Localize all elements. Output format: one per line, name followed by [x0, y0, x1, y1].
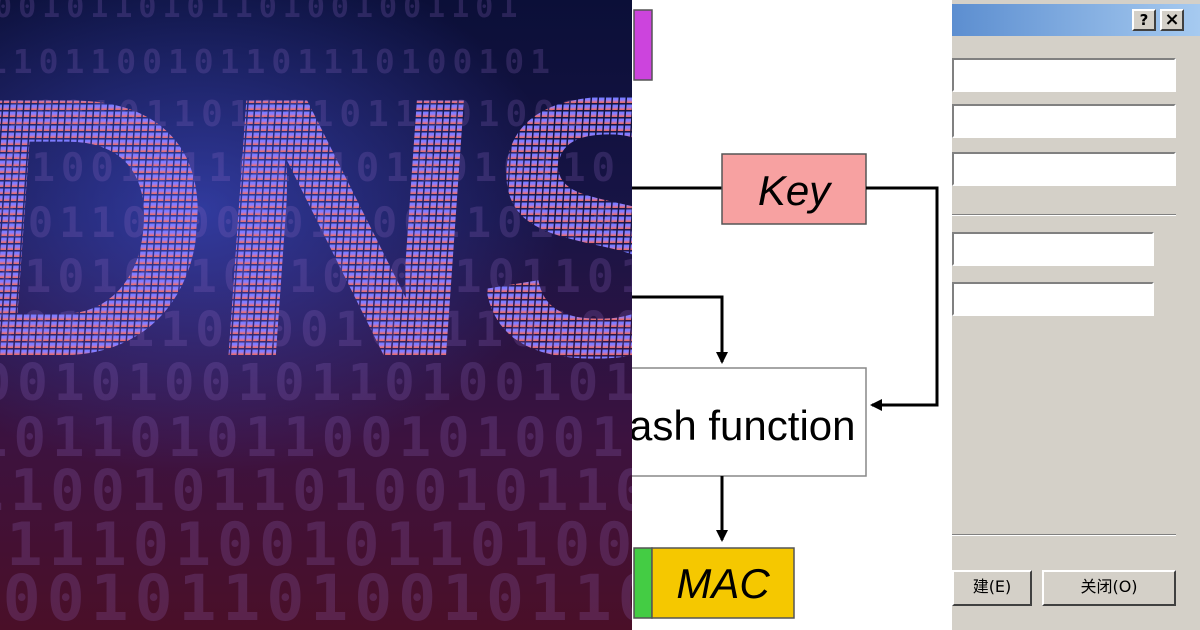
key-box [721, 153, 867, 225]
mac-box [651, 547, 795, 619]
dialog-panel: ? × 建(E) 关闭(O) [952, 0, 1200, 630]
key-to-hash-arrow [866, 186, 939, 411]
message-block [633, 9, 653, 81]
text-field-3[interactable] [952, 152, 1176, 186]
dns-headline-graphic: DNS [0, 20, 632, 433]
text-field-1[interactable] [952, 58, 1176, 92]
separator-bottom [952, 534, 1176, 536]
close-button[interactable]: 关闭(O) [1042, 570, 1176, 606]
mac-label: MAC [676, 560, 770, 607]
help-button[interactable]: ? [1132, 9, 1156, 31]
hash-function-label: ash function [632, 402, 856, 449]
text-field-2[interactable] [952, 104, 1176, 138]
green-block [633, 547, 653, 619]
text-field-4[interactable] [952, 232, 1154, 266]
key-label: Key [758, 167, 833, 214]
dialog-titlebar[interactable]: ? × [952, 4, 1200, 36]
separator-top [952, 214, 1176, 216]
create-button[interactable]: 建(E) [952, 570, 1032, 606]
dns-text: DNS [0, 20, 632, 433]
message-to-hash-arrow [632, 295, 728, 364]
mac-diagram-panel: Key ash function MAC [632, 0, 952, 630]
hash-function-box [632, 367, 867, 477]
close-icon[interactable]: × [1160, 9, 1184, 31]
text-field-5[interactable] [952, 282, 1154, 316]
dns-letters: DNS [0, 20, 632, 433]
mac-diagram: Key ash function MAC [632, 9, 939, 619]
